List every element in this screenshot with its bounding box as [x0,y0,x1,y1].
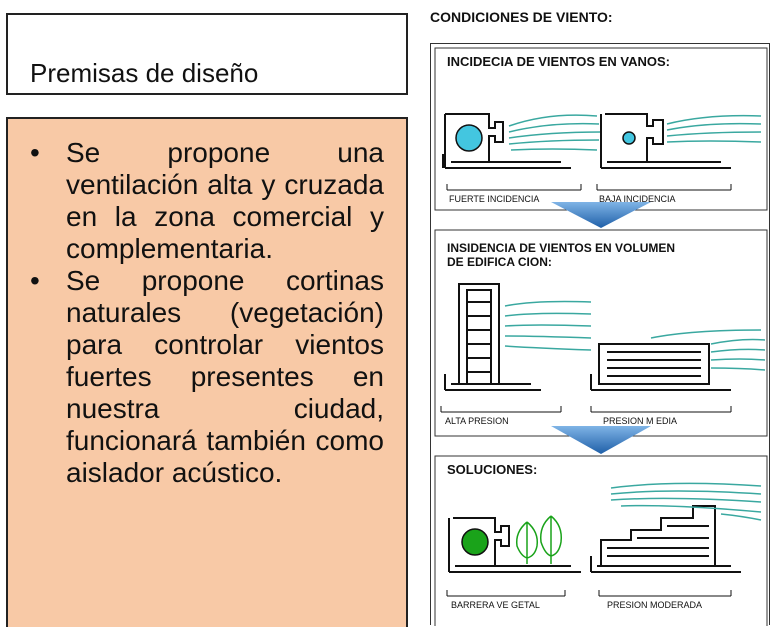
green-window [461,528,489,556]
moderate-pressure-stepped [590,505,741,573]
caption: PRESION MODERADA [607,600,702,610]
window-large [455,124,483,152]
tree-icon [515,515,563,564]
wind-lines-moderate [610,482,762,521]
caption: ALTA PRESION [445,416,509,426]
low-incidence-drawing [600,113,731,169]
caption: BAJA INCIDENCIA [599,194,676,204]
section-heading: DE EDIFICA CION: [447,255,552,269]
premises-box: Se propone una ventilación alta y cruzad… [6,117,408,627]
title: Premisas de diseño [30,58,259,88]
caption: PRESION M EDIA [603,416,677,426]
title-box: Premisas de diseño [6,13,408,95]
strong-incidence-drawing [442,113,571,169]
down-arrow [551,426,651,454]
premises-list: Se propone una ventilación alta y cruzad… [28,137,384,489]
down-arrow [551,202,651,228]
section-heading: SOLUCIONES: [447,462,537,477]
wind-lines-strong [508,114,602,151]
section-heading: INCIDECIA DE VIENTOS EN VANOS: [447,54,670,69]
caption: BARRERA VE GETAL [451,600,540,610]
premise-item: Se propone cortinas naturales (vegetació… [28,265,384,489]
medium-pressure-block [590,343,731,391]
premise-item: Se propone una ventilación alta y cruzad… [28,137,384,265]
wind-diagram-panel: INCIDECIA DE VIENTOS EN VANOS: FUERTE IN… [430,43,770,629]
window-small [622,131,636,145]
wind-lines-low [666,114,762,143]
wind-conditions-header: CONDICIONES DE VIENTO: [430,9,613,25]
wind-lines-medium [650,329,766,371]
high-pressure-tower [444,283,541,391]
section-heading: INSIDENCIA DE VIENTOS EN VOLUMEN [447,241,675,255]
wind-diagram: INCIDECIA DE VIENTOS EN VANOS: FUERTE IN… [434,47,768,629]
vegetal-barrier-building [448,517,581,573]
wind-lines-high [504,300,592,351]
caption: FUERTE INCIDENCIA [449,194,539,204]
